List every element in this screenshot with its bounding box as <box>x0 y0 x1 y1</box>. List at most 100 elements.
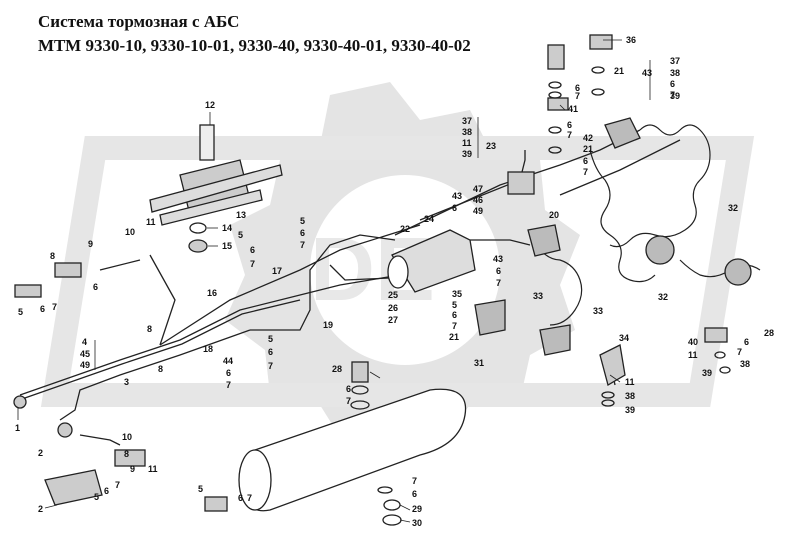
callout-6: 6 <box>452 310 457 320</box>
callout-9: 9 <box>130 464 135 474</box>
callout-12: 12 <box>205 100 215 110</box>
fitting-28 <box>351 361 369 383</box>
callout-10: 10 <box>122 432 132 442</box>
callout-6: 6 <box>670 79 675 89</box>
callout-21: 21 <box>449 332 459 342</box>
diagram-title: Система тормозная с АБС <box>38 12 240 31</box>
callout-20: 20 <box>549 210 559 220</box>
callout-11: 11 <box>688 350 698 360</box>
callout-26: 26 <box>388 303 398 313</box>
callout-5: 5 <box>300 216 305 226</box>
fitting-2 <box>57 422 73 438</box>
callout-34: 34 <box>619 333 629 343</box>
callout-10: 10 <box>125 227 135 237</box>
callout-2: 2 <box>38 504 43 514</box>
callout-11: 11 <box>625 377 635 387</box>
callout-32: 32 <box>658 292 668 302</box>
callout-39: 39 <box>702 368 712 378</box>
fitting-2b <box>44 469 103 506</box>
callout-6: 6 <box>575 83 580 93</box>
callout-6: 6 <box>583 156 588 166</box>
callout-8: 8 <box>158 364 163 374</box>
valve-14-15 <box>188 222 208 253</box>
callout-7: 7 <box>226 380 231 390</box>
callout-7: 7 <box>452 321 457 331</box>
callout-6: 6 <box>226 368 231 378</box>
callout-47: 47 <box>473 184 483 194</box>
abs-valve-32-b <box>724 258 752 286</box>
callout-6: 6 <box>300 228 305 238</box>
callout-27: 27 <box>388 315 398 325</box>
brake-cylinder <box>387 229 476 293</box>
callout-11: 11 <box>146 217 156 227</box>
callout-43: 43 <box>452 191 462 201</box>
callout-6: 6 <box>744 337 749 347</box>
callout-7: 7 <box>737 347 742 357</box>
callout-37: 37 <box>670 56 680 66</box>
callout-15: 15 <box>222 241 232 251</box>
callout-11: 11 <box>462 138 472 148</box>
callout-3: 3 <box>124 377 129 387</box>
callout-39: 39 <box>462 149 472 159</box>
fitting-left-5 <box>14 284 42 298</box>
callout-43: 43 <box>642 68 652 78</box>
callout-31: 31 <box>474 358 484 368</box>
callout-7: 7 <box>412 476 417 486</box>
callout-8: 8 <box>50 251 55 261</box>
fitting-34 <box>599 344 626 386</box>
callout-40: 40 <box>688 337 698 347</box>
valve-top-right <box>604 117 641 149</box>
fitting-36 <box>589 34 613 50</box>
callout-25: 25 <box>388 290 398 300</box>
callout-41: 41 <box>568 104 578 114</box>
callout-29: 29 <box>412 504 422 514</box>
callout-38: 38 <box>740 359 750 369</box>
callout-7: 7 <box>583 167 588 177</box>
abs-valve-31-b <box>539 324 571 356</box>
callout-6: 6 <box>412 489 417 499</box>
callout-7: 7 <box>268 361 273 371</box>
callout-38: 38 <box>625 391 635 401</box>
callout-6: 6 <box>93 282 98 292</box>
valve-20 <box>527 224 561 257</box>
callout-7: 7 <box>670 90 675 100</box>
callout-6: 6 <box>346 384 351 394</box>
fitting-5-bottom <box>204 496 228 512</box>
callout-13: 13 <box>236 210 246 220</box>
o-rings <box>350 66 731 494</box>
callout-42: 42 <box>583 133 593 143</box>
callout-5: 5 <box>452 300 457 310</box>
callout-5: 5 <box>94 492 99 502</box>
fitting-left-8 <box>54 262 82 278</box>
callout-32: 32 <box>728 203 738 213</box>
callout-43: 43 <box>493 254 503 264</box>
callout-7: 7 <box>346 396 351 406</box>
callout-7: 7 <box>52 302 57 312</box>
callout-14: 14 <box>222 223 232 233</box>
callout-1: 1 <box>15 423 20 433</box>
callout-28: 28 <box>332 364 342 374</box>
callout-33: 33 <box>593 306 603 316</box>
callout-39: 39 <box>670 91 680 101</box>
callout-6: 6 <box>250 245 255 255</box>
callout-7: 7 <box>250 259 255 269</box>
valve-23-box <box>507 171 535 195</box>
callout-45: 45 <box>80 349 90 359</box>
callout-5: 5 <box>18 307 23 317</box>
callout-17: 17 <box>272 266 282 276</box>
callout-21: 21 <box>583 144 593 154</box>
callout-5: 5 <box>268 334 273 344</box>
callout-6: 6 <box>104 486 109 496</box>
callout-23: 23 <box>486 141 496 151</box>
callout-labels: 1 2 2 3 4 45 49 5 6 7 6 8 9 10 11 12 13 … <box>15 35 774 528</box>
callout-2: 2 <box>38 448 43 458</box>
callout-22: 22 <box>400 224 410 234</box>
callout-6: 6 <box>268 347 273 357</box>
callout-30: 30 <box>412 518 422 528</box>
callout-7: 7 <box>247 493 252 503</box>
callout-39: 39 <box>625 405 635 415</box>
fitting-1 <box>13 395 27 409</box>
callout-46: 46 <box>473 195 483 205</box>
components <box>13 34 752 526</box>
